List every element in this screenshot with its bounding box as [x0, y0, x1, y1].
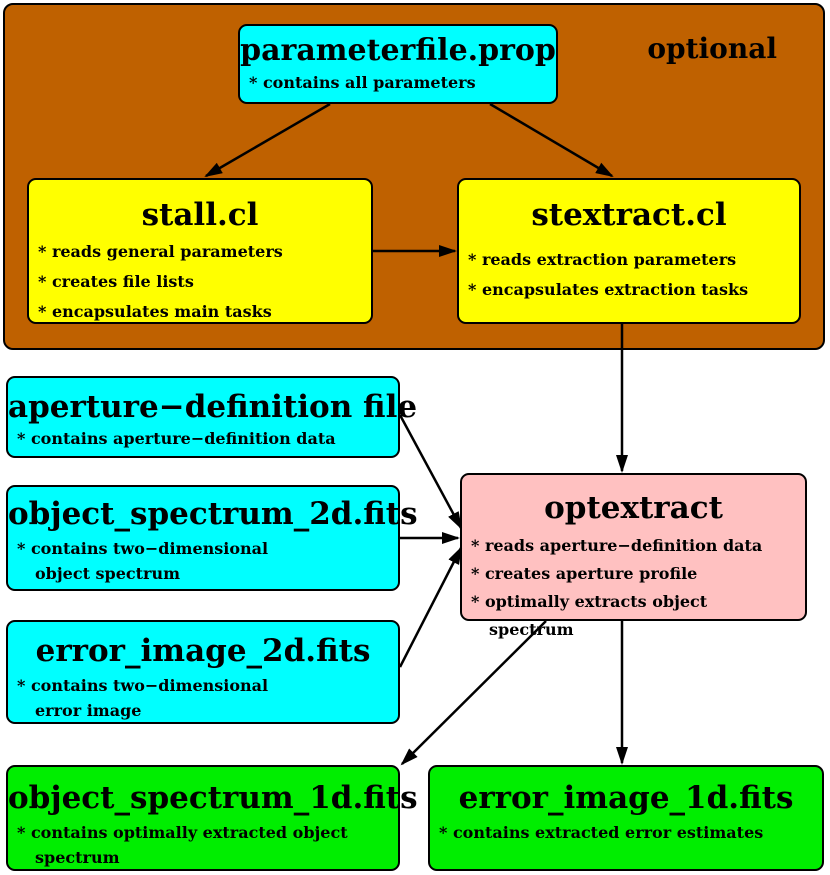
object1d-items: * contains optimally extracted object sp…	[8, 820, 398, 870]
stextract-title: stextract.cl	[531, 197, 727, 233]
optextract-items: * reads aperture−definition data * creat…	[462, 532, 805, 644]
error1d-item: * contains extracted error estimates	[439, 823, 764, 842]
object2d-box: object_spectrum_2d.fits * contains two−d…	[6, 485, 418, 591]
error1d-box: error_image_1d.fits * contains extracted…	[428, 765, 824, 871]
optextract-item: * creates aperture profile	[471, 564, 698, 583]
stextract-items: * reads extraction parameters * encapsul…	[459, 245, 799, 305]
stall-item: * creates file lists	[38, 272, 194, 291]
stextract-box: stextract.cl * reads extraction paramete…	[457, 178, 801, 324]
optextract-title: optextract	[544, 490, 723, 526]
stall-item: * encapsulates main tasks	[38, 302, 272, 321]
object1d-box: object_spectrum_1d.fits * contains optim…	[6, 765, 418, 871]
stall-item: * reads general parameters	[38, 242, 283, 261]
error1d-title: error_image_1d.fits	[458, 780, 794, 816]
stall-box: stall.cl * reads general parameters * cr…	[27, 178, 373, 324]
aperture-items: * contains aperture−definition data	[8, 427, 398, 451]
stall-items: * reads general parameters * creates fil…	[29, 237, 371, 327]
aperture-box: aperture−definition file * contains aper…	[6, 376, 418, 458]
object1d-item: * contains optimally extracted object sp…	[17, 823, 348, 867]
optextract-item: * reads aperture−definition data	[471, 536, 763, 555]
error2d-item: * contains two−dimensional error image	[17, 676, 269, 720]
stextract-item: * encapsulates extraction tasks	[468, 280, 749, 299]
optextract-item: * optimally extracts object spectrum	[471, 592, 708, 639]
stextract-item: * reads extraction parameters	[468, 250, 737, 269]
aperture-item: * contains aperture−definition data	[17, 429, 336, 448]
optextract-box: optextract * reads aperture−definition d…	[460, 473, 807, 639]
error2d-box: error_image_2d.fits * contains two−dimen…	[6, 620, 400, 724]
parameterfile-box: parameterfile.prop * contains all parame…	[238, 24, 558, 104]
error2d-title: error_image_2d.fits	[35, 633, 371, 669]
error1d-items: * contains extracted error estimates	[430, 820, 822, 845]
parameterfile-title: parameterfile.prop	[240, 33, 556, 68]
aperture-title: aperture−definition file	[8, 389, 418, 425]
arrow-error2d-to-optextract	[398, 546, 463, 668]
parameterfile-item: * contains all parameters	[249, 73, 476, 92]
object2d-items: * contains two−dimensional object spectr…	[8, 536, 398, 586]
stall-title: stall.cl	[141, 197, 259, 233]
optional-group-label: optional	[647, 32, 777, 65]
parameterfile-items: * contains all parameters	[240, 72, 556, 94]
error2d-items: * contains two−dimensional error image	[8, 673, 398, 723]
object1d-title: object_spectrum_1d.fits	[8, 780, 418, 816]
object2d-title: object_spectrum_2d.fits	[8, 496, 418, 532]
object2d-item: * contains two−dimensional object spectr…	[17, 539, 269, 583]
